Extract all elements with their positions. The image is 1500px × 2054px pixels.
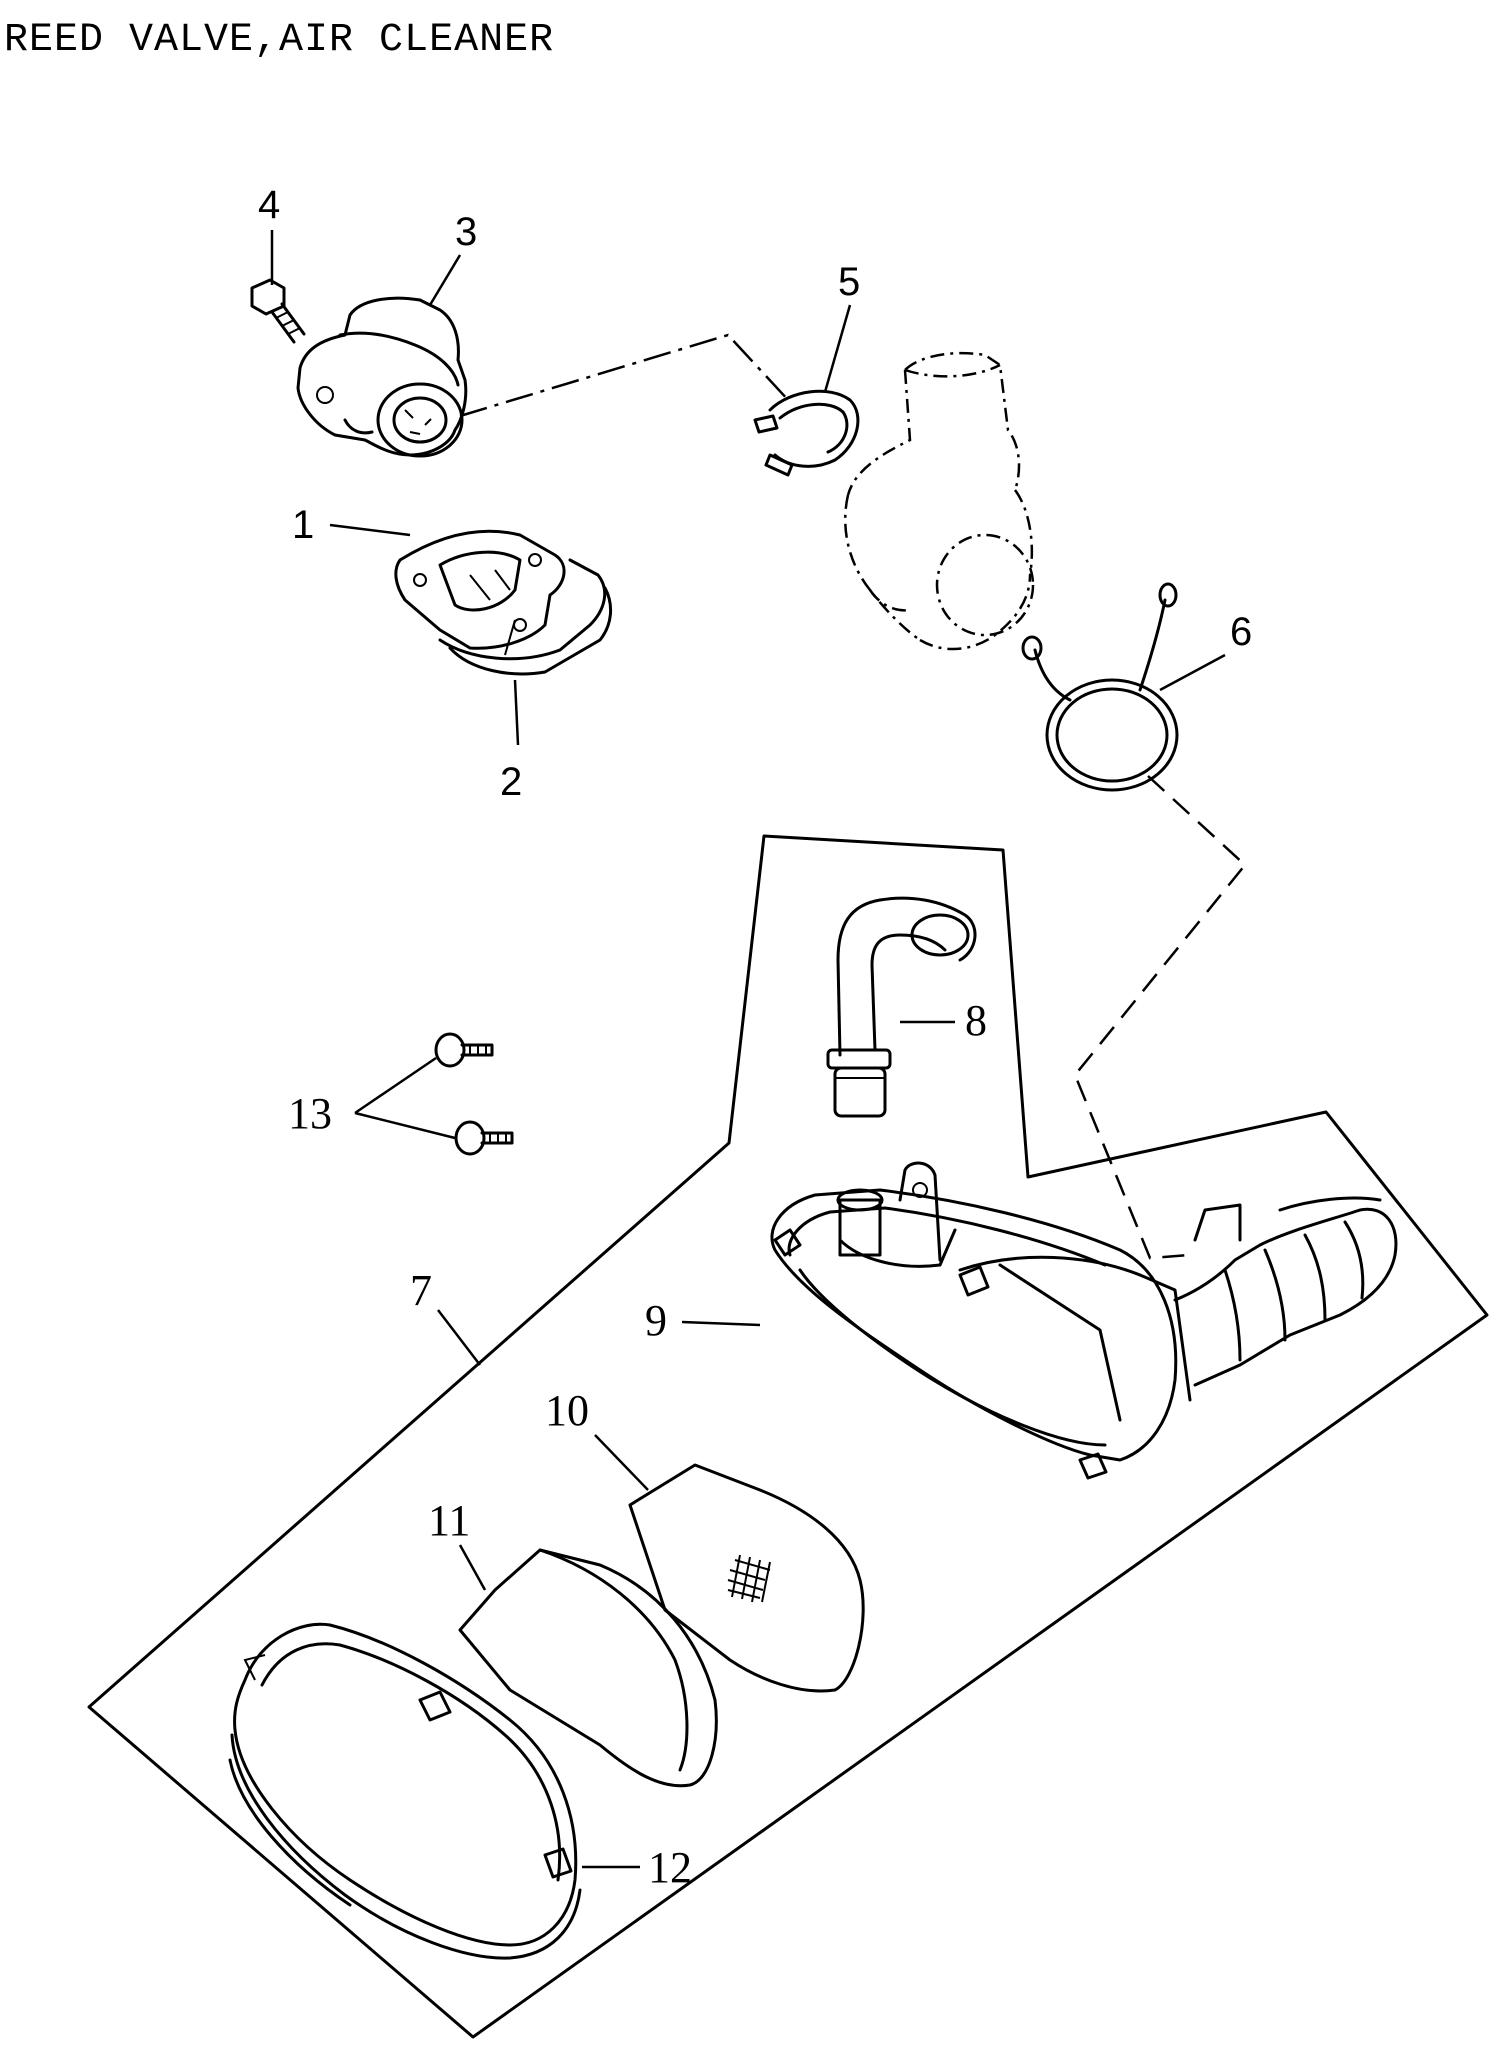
leader-7 — [437, 1309, 481, 1366]
part-9-air-cleaner-case — [770, 1161, 1398, 1480]
callout-12: 12 — [648, 1843, 692, 1892]
leader-1 — [329, 523, 411, 537]
callout-9: 9 — [645, 1296, 667, 1345]
assembly-7-boundary — [87, 834, 1489, 2039]
connection-line-6-9 — [1073, 775, 1247, 1260]
part-3-reed-valve-housing — [296, 296, 468, 458]
part-6-clamp-ring — [1021, 582, 1179, 792]
callout-11: 11 — [428, 1496, 470, 1545]
callout-13: 13 — [288, 1089, 332, 1138]
part-11-foam-filter — [458, 1548, 718, 1788]
connection-line-3-5 — [459, 333, 791, 418]
part-8-breather-tube — [826, 896, 977, 1118]
callout-10: 10 — [545, 1386, 589, 1435]
leader-3 — [428, 254, 462, 306]
part-2-gasket — [438, 558, 613, 676]
callout-7: 7 — [410, 1266, 432, 1315]
part-5-clamp — [753, 389, 860, 477]
callout-6: 6 — [1230, 610, 1252, 654]
part-12-cover — [228, 1622, 582, 1960]
callout-2: 2 — [500, 760, 522, 804]
part-1-reed-valve — [394, 529, 566, 650]
leader-10 — [594, 1434, 649, 1491]
ghost-carburetor — [844, 351, 1035, 651]
leader-11 — [458, 1544, 487, 1591]
diagram-title: REED VALVE,AIR CLEANER — [4, 18, 555, 63]
leader-9 — [681, 1320, 761, 1327]
callout-3: 3 — [455, 210, 477, 254]
part-4-bolt — [250, 278, 306, 344]
leader-6 — [1159, 653, 1226, 692]
part-13-screws — [434, 1032, 514, 1156]
part-10-filter-screen — [628, 1463, 865, 1693]
callout-8: 8 — [965, 996, 987, 1045]
leader-13 — [354, 1056, 456, 1140]
leader-5 — [823, 304, 852, 393]
callout-4: 4 — [258, 183, 280, 227]
leader-2 — [513, 679, 520, 746]
callout-5: 5 — [838, 260, 860, 304]
callout-1: 1 — [292, 503, 314, 547]
